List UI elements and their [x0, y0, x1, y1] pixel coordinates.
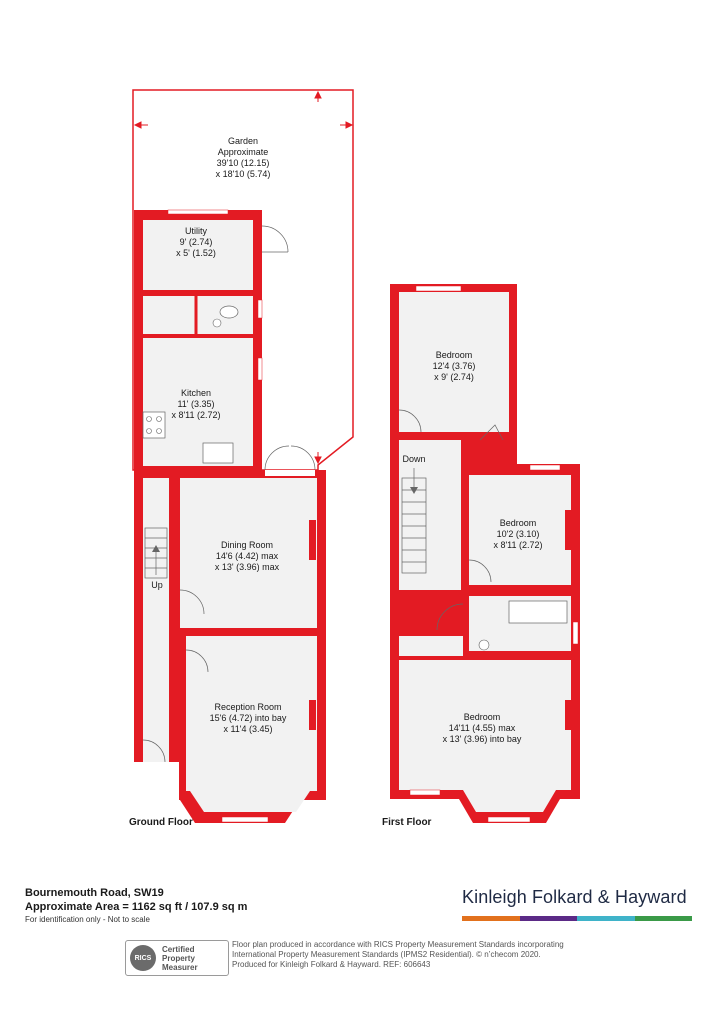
rics-line-1: Certified [162, 944, 195, 954]
bedroom2-floor [469, 475, 571, 585]
ground-stairs [144, 527, 168, 579]
ground-floor [134, 209, 326, 823]
address-block: Bournemouth Road, SW19 Approximate Area … [25, 886, 247, 914]
rics-badge: RICS Certified Property Measurer [125, 940, 229, 976]
floor-plan: Garden Approximate 39'10 (12.15) x 18'10… [132, 89, 580, 823]
disclaimer-line-2: International Property Measurement Stand… [232, 950, 541, 959]
first-stairs [401, 468, 427, 574]
garden-name: Garden [228, 136, 258, 146]
disclaimer-line-1: Floor plan produced in accordance with R… [232, 940, 564, 949]
identification-note: For identification only - Not to scale [25, 915, 150, 924]
utility-floor [143, 220, 253, 290]
bedroom1-floor [399, 292, 509, 432]
room-labels: Garden Approximate 39'10 (12.15) x 18'10… [151, 136, 542, 744]
rics-line-3: Measurer [162, 962, 198, 972]
utility-name: Utility [185, 226, 207, 236]
reception-dim-1: 15'6 (4.72) into bay [210, 713, 287, 723]
area-line: Approximate Area = 1162 sq ft / 107.9 sq… [25, 901, 248, 913]
dining-dim-1: 14'6 (4.42) max [216, 551, 279, 561]
hallway-floor [143, 478, 169, 762]
kitchen-dim-2: x 8'11 (2.72) [171, 410, 220, 420]
bedroom2-dim-2: x 8'11 (2.72) [493, 540, 542, 550]
garden-dim-1: 39'10 (12.15) [217, 158, 270, 168]
reception-dim-2: x 11'4 (3.45) [223, 724, 272, 734]
bath-basin [478, 639, 490, 651]
bedroom3-dim-2: x 13' (3.96) into bay [443, 734, 522, 744]
bedroom1-dim-1: 12'4 (3.76) [433, 361, 476, 371]
stairs-up-label: Up [151, 580, 163, 590]
toilet [219, 305, 239, 319]
bathtub [508, 600, 568, 624]
garden-name-2: Approximate [218, 147, 269, 157]
address-line: Bournemouth Road, SW19 [25, 887, 164, 899]
basin [212, 318, 222, 328]
brand-bar-green [634, 916, 692, 921]
disclaimer: Floor plan produced in accordance with R… [232, 940, 612, 970]
dining-dim-2: x 13' (3.96) max [215, 562, 280, 572]
kitchen-dim-1: 11' (3.35) [177, 399, 214, 409]
reception-name: Reception Room [214, 702, 281, 712]
bedroom2-dim-1: 10'2 (3.10) [497, 529, 540, 539]
reception-floor [186, 636, 317, 791]
landing-floor [399, 440, 461, 590]
rics-logo-icon: RICS [130, 945, 156, 971]
disclaimer-line-3: Produced for Kinleigh Folkard & Hayward.… [232, 960, 431, 969]
garden-dimension-arrows [133, 90, 354, 465]
bedroom3-name: Bedroom [464, 712, 501, 722]
brand-color-bar [462, 916, 692, 921]
bedroom1-dim-2: x 9' (2.74) [434, 372, 474, 382]
dining-name: Dining Room [221, 540, 273, 550]
bedroom2-name: Bedroom [500, 518, 537, 528]
sink [202, 442, 234, 464]
kitchen-name: Kitchen [181, 388, 211, 398]
bedroom1-name: Bedroom [436, 350, 473, 360]
dining-floor [180, 478, 317, 628]
rics-line-2: Property [162, 953, 195, 963]
brand-bar-cyan [577, 916, 635, 921]
first-floor-label: First Floor [382, 817, 432, 828]
brand-bar-orange [462, 916, 520, 921]
bedroom3-floor [399, 660, 571, 790]
bedroom3-dim-1: 14'11 (4.55) max [449, 723, 516, 733]
stairs-down-label: Down [402, 454, 425, 464]
brand-name: Kinleigh Folkard & Hayward [462, 887, 687, 907]
kitchen-floor [143, 338, 253, 466]
brand-bar-purple [519, 916, 577, 921]
utility-dim-1: 9' (2.74) [180, 237, 213, 247]
utility-dim-2: x 5' (1.52) [176, 248, 216, 258]
hob [142, 411, 166, 439]
ground-floor-label: Ground Floor [129, 817, 193, 828]
garden-dim-2: x 18'10 (5.74) [216, 169, 271, 179]
rics-text: Certified Property Measurer [162, 945, 198, 972]
first-floor [390, 284, 580, 823]
